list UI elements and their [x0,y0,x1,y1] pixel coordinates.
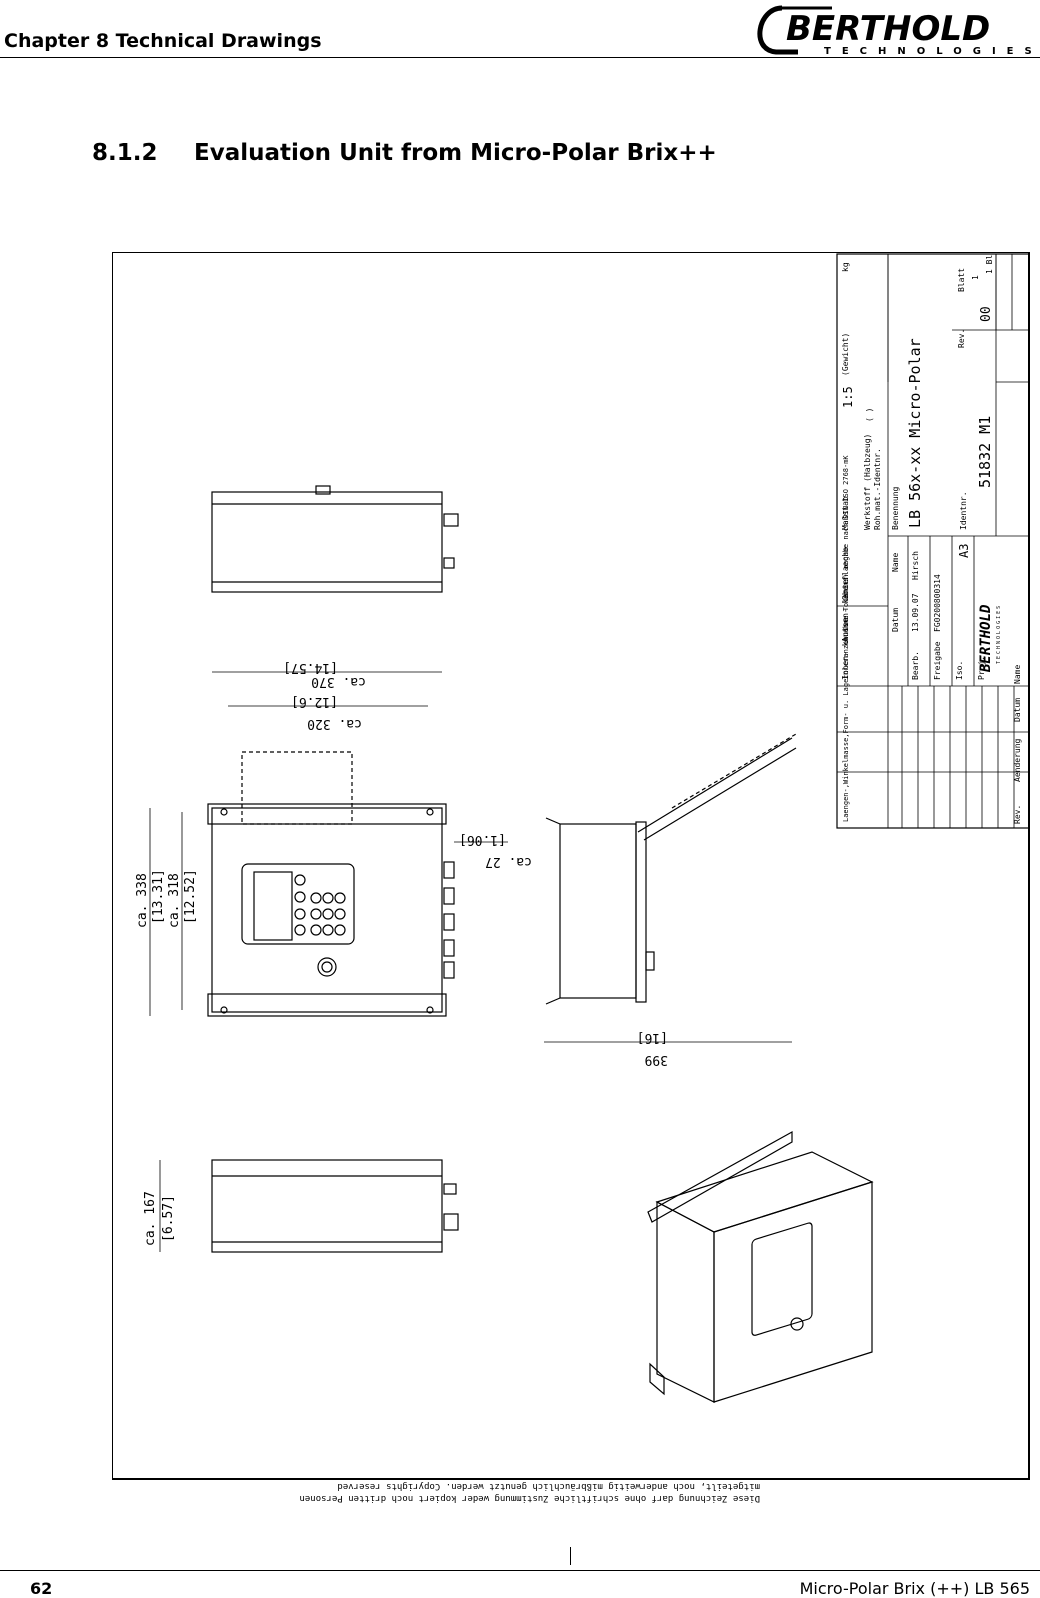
tb-sheet-label: Blatt [957,268,966,292]
dim-open-depth: 399 [645,1052,668,1067]
front-view [207,751,455,1017]
dim-height-inner-in: [12.52] [183,869,198,924]
section-title: Evaluation Unit from Micro-Polar Brix++ [194,140,717,166]
tb-material: Werkstoff (Halbzeug) [863,434,872,530]
tb-name-col: Name [1013,665,1022,684]
manual-title: Micro-Polar Brix (++) LB 565 [799,1579,1030,1598]
side-view-open [545,733,797,1005]
dim-lid-offset: ca. 27 [485,854,532,869]
tb-sheets: 1 Bl. [985,252,994,274]
page-tick [570,1547,571,1565]
title-block: Laengen-,Winkelmasse,Form- u. Lagetolera… [836,252,1030,829]
tb-inner-edges: Innen- kanten [841,617,850,680]
page-number: 62 [30,1579,53,1598]
tb-scale-label: Maßstab [841,496,850,530]
isometric-view [647,1130,874,1403]
copyright-line2: mitgeteilt, noch anderweitig mißbräuchli… [337,1481,760,1491]
tb-tolerance-note: Laengen-,Winkelmasse,Form- u. Lagetolera… [842,455,850,822]
tb-weight-unit: kg [841,262,850,272]
tb-drawn-date: 13.09.07 [911,593,920,632]
tb-ident-label: Identnr. [959,491,968,530]
copyright-line1: Diese Zeichnung darf ohne schriftliche Z… [299,1493,760,1503]
tb-name-label: Name [891,553,900,572]
dim-open-depth-in: [16] [637,1030,668,1045]
tb-date-label: Datum [891,608,900,632]
tb-designation-label: Benennung [891,486,900,530]
dim-height-inner: ca. 318 [167,873,182,928]
tb-change-label: Aenderung [1013,738,1022,782]
tb-rev-col: Rev. [1013,805,1022,824]
tb-outer-edges: Aussen- kanten [841,574,850,642]
dim-height-outer-in: [13.31] [151,869,166,924]
dim-width-outer: ca. 370 [311,674,366,689]
header-rule [0,57,1040,58]
tb-rev: 00 [979,306,994,322]
top-view-upper [211,485,459,593]
dimension-labels: ca. 370 [14.57] ca. 320 [12.6] ca. 338 [… [135,660,668,1246]
tb-rev-label: Rev. [957,329,966,348]
tb-surface: Oberflaeche [841,547,850,600]
tb-release: Freigabe [933,641,942,680]
tb-drawn: Bearb. [911,651,920,680]
section-number: 8.1.2 [92,140,158,166]
dimension-lines [149,671,792,1252]
tb-date-col: Datum [1013,698,1022,722]
page-header: Chapter 8 Technical Drawings BERTHOLD TE… [0,0,1040,58]
tb-sheet: 1 [971,275,980,280]
tb-logo-sub: TECHNOLOGIES [996,604,1002,664]
dim-width-outer-in: [14.57] [283,660,338,675]
tb-raw-material: Roh.mat.-Identnr. [873,448,882,530]
dim-height-outer: ca. 338 [135,873,150,928]
tb-format: A3 [957,544,971,558]
front-keypad [294,874,346,936]
technical-drawing: ca. 370 [14.57] ca. 320 [12.6] ca. 338 [… [112,252,1030,1503]
dim-width-inner-in: [12.6] [291,694,338,709]
tb-material-value: ( ) [865,408,874,422]
tb-logo: BERTHOLD [978,605,994,673]
dim-depth: ca. 167 [143,1191,158,1246]
tb-weight: (Gewicht) [841,333,850,376]
tb-release-value: FG0200800314 [933,574,942,632]
tb-iso: Iso. [955,661,964,680]
chapter-title: Chapter 8 Technical Drawings [4,30,322,52]
bottom-view [211,1159,459,1253]
tb-proj: Proj. [977,656,986,680]
tb-designation: LB 56x-xx Micro-Polar [906,338,924,528]
berthold-logo: BERTHOLD TECHNOLOGIES [757,5,1040,56]
section-heading: 8.1.2 Evaluation Unit from Micro-Polar Br… [92,140,717,166]
logo-sub-text: TECHNOLOGIES [824,46,1040,56]
cable-glands-front [443,861,455,979]
logo-main-text: BERTHOLD [786,9,990,49]
dim-depth-in: [6.57] [161,1195,176,1242]
tb-scale: 1:5 [841,386,855,408]
footer-rule [0,1570,1040,1571]
dim-width-inner: ca. 320 [307,716,362,731]
tb-ident: 51832 M1 [976,416,994,488]
dim-lid-offset-in: [1.06] [459,832,506,847]
tb-drawn-name: Hirsch [911,551,920,580]
copyright-note: Diese Zeichnung darf ohne schriftliche Z… [299,1481,760,1503]
